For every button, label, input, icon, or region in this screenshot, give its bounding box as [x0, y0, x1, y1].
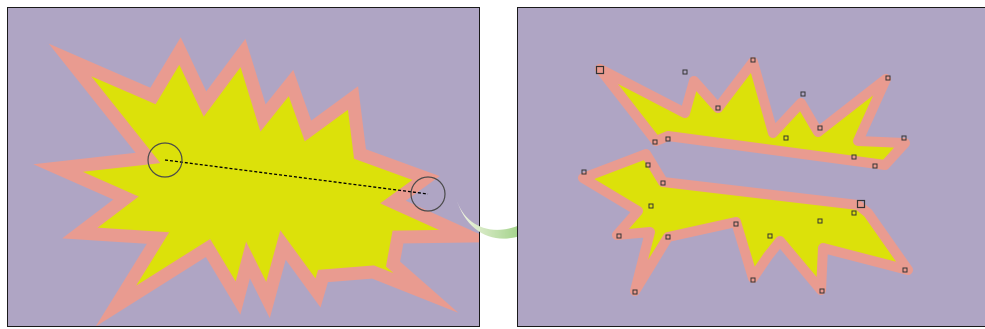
anchor-handle[interactable] — [733, 221, 739, 227]
canvas-before — [8, 8, 479, 326]
anchor-handle[interactable] — [817, 125, 823, 131]
anchor-handle[interactable] — [715, 105, 721, 111]
cut-start-marker-icon[interactable] — [147, 142, 183, 178]
anchor-handle[interactable] — [660, 180, 666, 186]
anchor-handle[interactable] — [817, 218, 823, 224]
anchor-handle[interactable] — [872, 163, 878, 169]
anchor-handle-selected[interactable] — [856, 199, 866, 209]
anchor-handle[interactable] — [648, 203, 654, 209]
anchor-handle[interactable] — [901, 135, 907, 141]
anchor-handle[interactable] — [851, 210, 857, 216]
canvas-after — [518, 8, 985, 326]
anchor-handle[interactable] — [632, 289, 638, 295]
anchor-handle[interactable] — [800, 91, 806, 97]
starburst-shape[interactable] — [33, 37, 479, 326]
anchor-handle[interactable] — [652, 139, 658, 145]
split-piece-bottom[interactable] — [578, 149, 913, 296]
anchor-handle[interactable] — [665, 136, 671, 142]
anchor-handle[interactable] — [885, 75, 891, 81]
anchor-handle[interactable] — [682, 69, 688, 75]
split-pieces — [578, 57, 913, 296]
anchor-handle[interactable] — [783, 135, 789, 141]
panel-before-cut — [7, 7, 480, 327]
anchor-handle[interactable] — [851, 154, 857, 160]
anchor-handle[interactable] — [902, 267, 908, 273]
anchor-handle[interactable] — [581, 169, 587, 175]
anchor-handle[interactable] — [750, 57, 756, 63]
cut-end-marker-icon[interactable] — [410, 176, 446, 212]
anchor-handle[interactable] — [767, 233, 773, 239]
anchor-handle[interactable] — [616, 233, 622, 239]
cut-guide-line — [164, 159, 429, 195]
panel-after-cut — [517, 7, 985, 327]
split-piece-top[interactable] — [595, 57, 910, 170]
anchor-handle[interactable] — [665, 234, 671, 240]
anchor-handle-selected[interactable] — [595, 65, 605, 75]
anchor-handle[interactable] — [750, 277, 756, 283]
anchor-handle[interactable] — [819, 288, 825, 294]
anchor-handles — [581, 57, 908, 295]
anchor-handle[interactable] — [645, 162, 651, 168]
